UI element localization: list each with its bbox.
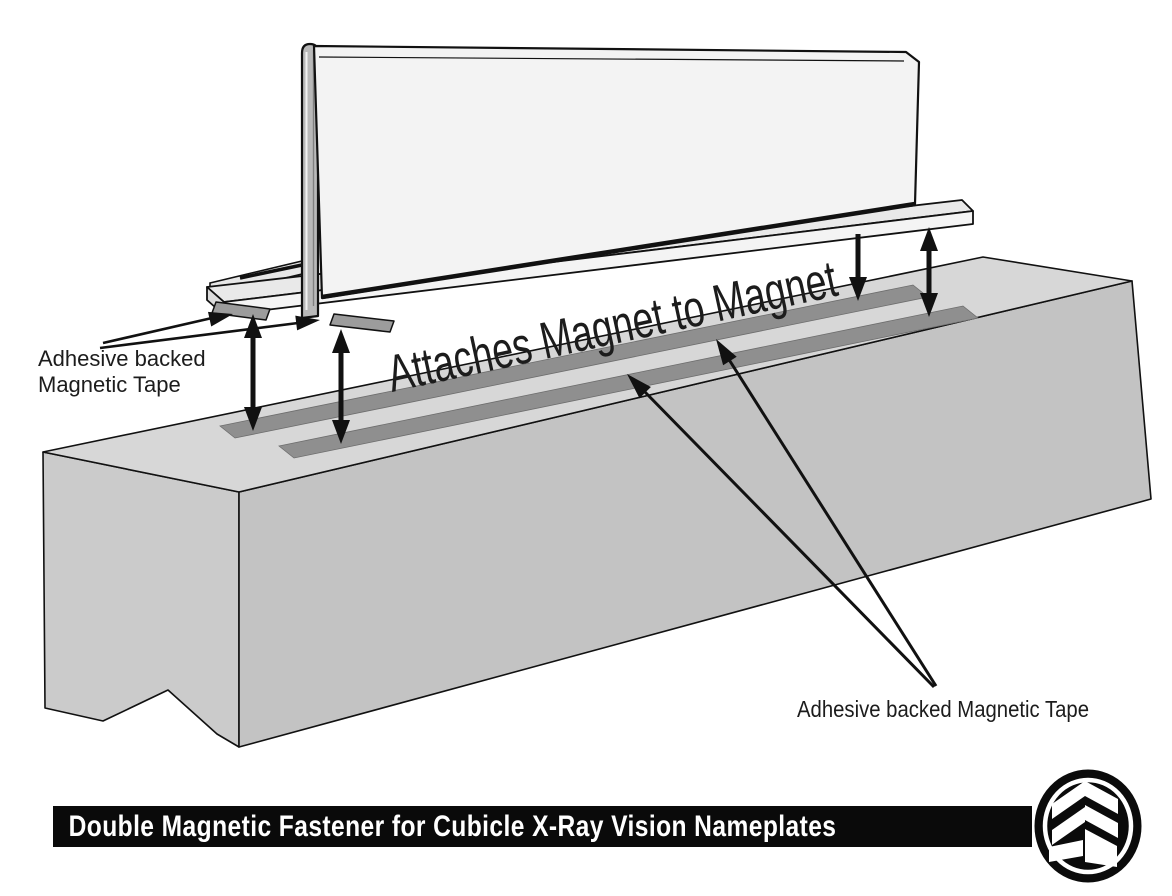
title-banner: Double Magnetic Fastener for Cubicle X-R… <box>53 806 1032 847</box>
left-label-line2: Magnetic Tape <box>38 372 181 397</box>
right-label: Adhesive backed Magnetic Tape <box>797 696 1089 722</box>
building-icon <box>1049 781 1118 867</box>
left-label-line1: Adhesive backed <box>38 346 206 371</box>
wall-top-face <box>42 256 1133 493</box>
cubicle-wall-block <box>42 256 1152 748</box>
base-magnet-tape-left <box>211 301 271 321</box>
gap-arrow-right-single <box>849 234 867 301</box>
panel-top-inner-edge <box>318 56 905 62</box>
wall-left-face <box>42 451 240 748</box>
banner-title: Double Magnetic Fastener for Cubicle X-R… <box>68 809 837 843</box>
pointer-arrow-left-1 <box>102 311 233 345</box>
company-logo <box>1034 769 1142 883</box>
wall-magnet-strip-front <box>278 305 979 459</box>
pointer-arrow-bottom-1 <box>627 374 936 689</box>
diagram-labels: Adhesive backed Magnetic Tape Adhesive b… <box>38 346 1089 722</box>
base-magnet-tape-right <box>329 313 395 333</box>
base-back-edge-line <box>239 263 303 280</box>
panel-bottom-edge <box>321 201 916 300</box>
annotation-arrows <box>99 227 938 689</box>
gap-arrow-left-1 <box>244 314 262 431</box>
nameplate-panel <box>312 44 921 300</box>
logo-ring <box>1042 777 1134 875</box>
nameplate-holder <box>206 42 974 333</box>
gap-arrow-right-double <box>920 227 938 317</box>
gap-arrow-left-2 <box>332 329 350 444</box>
pointer-arrow-bottom-2 <box>716 339 938 687</box>
pointer-arrow-left-2 <box>99 315 320 350</box>
